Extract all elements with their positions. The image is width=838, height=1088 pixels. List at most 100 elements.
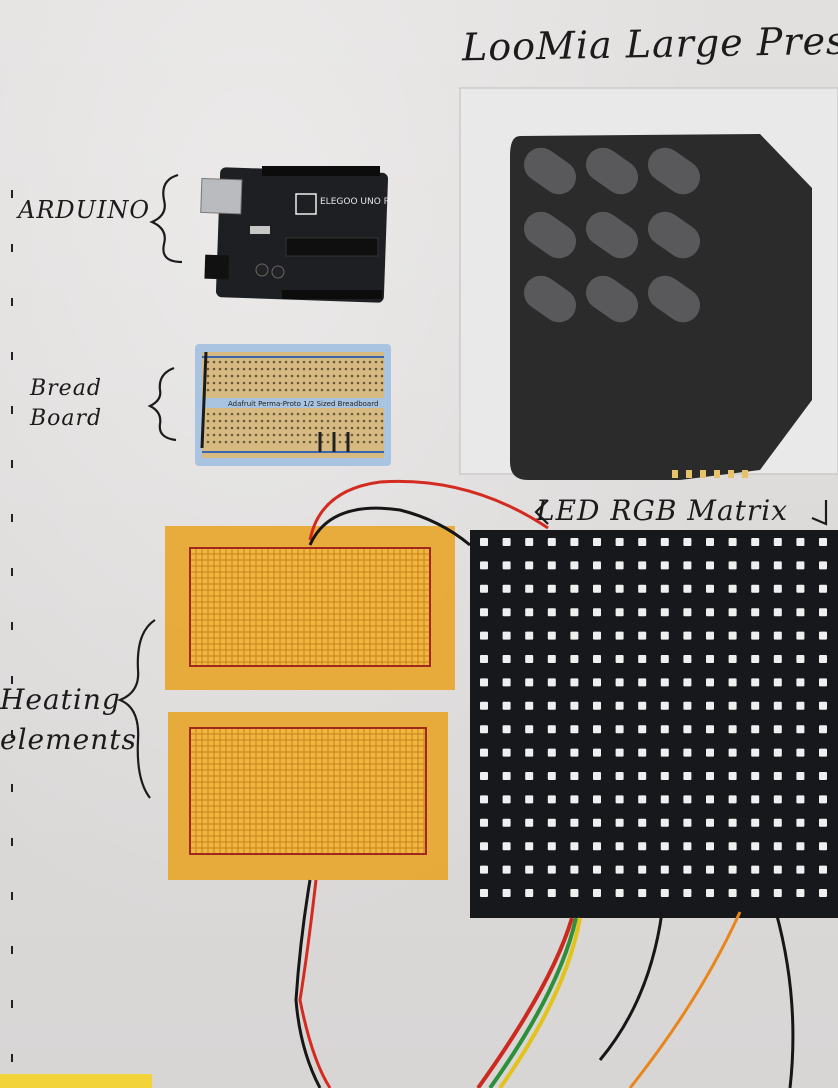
pressure-sensor-pad: [523, 147, 577, 195]
led-pixel: [751, 842, 760, 851]
led-pixel: [570, 631, 579, 640]
led-pixel: [502, 748, 511, 757]
led-pixel: [525, 842, 534, 851]
led-pixel: [615, 655, 624, 663]
led-pixel: [570, 795, 579, 804]
led-pixel: [751, 655, 760, 663]
led-pixel: [615, 584, 624, 593]
led-pixel: [615, 842, 624, 851]
led-pixel: [638, 701, 647, 710]
board-brand-text: ELEGOO UNO R3: [320, 197, 396, 207]
led-pixel: [819, 795, 827, 804]
led-pixel: [525, 701, 534, 710]
led-pixel: [525, 725, 534, 734]
pressure-sensor-pad: [585, 211, 639, 259]
led-pixel: [660, 842, 669, 851]
led-pixel: [480, 538, 488, 546]
analog-header: [282, 290, 382, 299]
led-pixel: [570, 865, 579, 874]
heating-grid-1: [189, 547, 431, 666]
led-pixel: [480, 795, 488, 804]
led-pixel: [728, 818, 737, 827]
breadboard-label: Bread Board: [30, 374, 102, 434]
led-pixel: [480, 725, 488, 734]
led-pixel: [773, 701, 782, 710]
led-pixel: [819, 725, 827, 734]
breadboard-label-line2: Board: [30, 406, 103, 431]
led-pixel: [751, 631, 760, 640]
led-pixel: [593, 584, 601, 593]
led-pixel: [660, 818, 669, 827]
led-pixel: [683, 772, 692, 780]
usb-port: [200, 177, 243, 215]
led-pixel: [502, 701, 511, 710]
led-pixel: [751, 748, 760, 757]
led-pixel: [751, 818, 760, 827]
breadboard-holes: [206, 360, 384, 444]
led-pixel: [480, 818, 488, 827]
led-pixel: [773, 889, 782, 897]
led-pixel: [570, 725, 579, 734]
led-pixel: [638, 818, 647, 827]
led-pixel: [706, 655, 714, 663]
black-wire-top: [308, 506, 471, 547]
led-pixel: [660, 538, 669, 546]
led-pixel: [570, 842, 579, 851]
breadboard-print: Adafruit Perma-Proto 1/2 Sized Breadboar…: [228, 400, 378, 408]
red-wire-led: [476, 917, 574, 1088]
led-pixel: [615, 865, 624, 874]
digital-header: [262, 166, 380, 176]
led-pixel: [660, 655, 669, 663]
led-pixel: [570, 889, 579, 897]
heating-label-line1: Heating: [0, 683, 121, 716]
led-pixel: [751, 561, 760, 570]
led-pixel: [819, 772, 827, 780]
led-pixel: [638, 772, 647, 780]
led-pixel: [683, 842, 692, 851]
led-pixel: [480, 678, 488, 687]
led-pixel: [728, 889, 737, 897]
led-pixel: [819, 701, 827, 710]
led-pixel: [683, 818, 692, 827]
led-pixel: [502, 865, 511, 874]
led-pixel: [796, 584, 805, 593]
led-pixel: [570, 538, 579, 546]
led-pixel: [796, 795, 805, 804]
led-pixel: [615, 772, 624, 780]
led-pixel: [638, 725, 647, 734]
led-pixel: [502, 538, 511, 546]
led-pixel: [570, 608, 579, 617]
atmega-chip: [285, 237, 379, 257]
pressure-sensor-pad: [647, 275, 701, 323]
led-pixel: [615, 701, 624, 710]
led-pixel: [728, 655, 737, 663]
led-pixel: [706, 584, 714, 593]
led-pixel: [638, 795, 647, 804]
power-jack: [204, 254, 230, 280]
led-pixel: [706, 725, 714, 734]
led-pixel: [525, 865, 534, 874]
led-pixel: [796, 701, 805, 710]
led-pixel: [593, 701, 601, 710]
led-pixel: [502, 678, 511, 687]
led-pixel: [660, 584, 669, 593]
led-pixel: [593, 842, 601, 851]
led-pixel: [751, 725, 760, 734]
green-wire: [488, 917, 578, 1088]
led-pixel: [796, 818, 805, 827]
led-pixel: [706, 701, 714, 710]
led-pixel: [547, 865, 556, 874]
led-pixel: [683, 561, 692, 570]
led-pixel: [480, 584, 488, 593]
led-pixel: [660, 678, 669, 687]
led-pixel: [502, 772, 511, 780]
led-pixel: [547, 584, 556, 593]
led-pixel: [819, 631, 827, 640]
led-pixel: [547, 772, 556, 780]
yellow-wire: [498, 917, 582, 1088]
led-pixel: [570, 818, 579, 827]
breadboard-label-line1: Bread: [30, 376, 102, 401]
led-pixel: [547, 701, 556, 710]
led-pixel: [773, 818, 782, 827]
